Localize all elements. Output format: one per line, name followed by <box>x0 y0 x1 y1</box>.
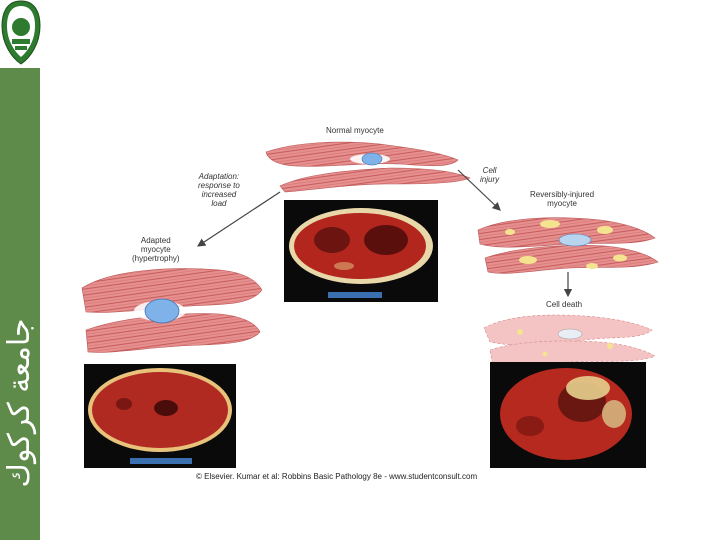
hypertrophied-heart-photo <box>84 364 236 468</box>
adapted-label: Adapted myocyte (hypertrophy) <box>132 236 180 263</box>
infarcted-heart-photo <box>490 362 646 468</box>
figure-caption: © Elsevier. Kumar et al: Robbins Basic P… <box>196 472 477 481</box>
adapted-line-2: myocyte <box>132 245 180 254</box>
sidebar-band: جامعة كركوك <box>0 68 40 540</box>
adapted-myocyte <box>82 269 262 353</box>
dead-myocyte <box>484 315 655 364</box>
normal-myocyte <box>266 142 470 192</box>
university-name: جامعة كركوك <box>0 313 40 493</box>
university-logo <box>0 0 42 66</box>
adapted-line-3: (hypertrophy) <box>132 254 180 263</box>
normal-heart-photo <box>284 200 438 302</box>
adapted-line-1: Adapted <box>132 236 180 245</box>
reversible-line-1: Reversibly-injured <box>530 190 594 199</box>
adaptation-line-2: response to <box>198 181 240 190</box>
cell-death-label: Cell death <box>546 300 582 309</box>
reversible-line-2: myocyte <box>530 199 594 208</box>
cell-injury-line-1: Cell <box>480 166 499 175</box>
adaptation-line-3: increased <box>198 190 240 199</box>
reversibly-injured-myocyte <box>478 218 658 274</box>
adaptation-line-1: Adaptation: <box>198 172 240 181</box>
cell-injury-line-2: injury <box>480 175 499 184</box>
reversible-label: Reversibly-injured myocyte <box>530 190 594 208</box>
adaptation-line-4: load <box>198 199 240 208</box>
myocyte-figure: Normal myocyte Adaptation: response to i… <box>80 118 660 488</box>
cell-injury-label: Cell injury <box>480 166 499 184</box>
adaptation-label: Adaptation: response to increased load <box>198 172 240 208</box>
normal-myocyte-label: Normal myocyte <box>326 126 384 135</box>
